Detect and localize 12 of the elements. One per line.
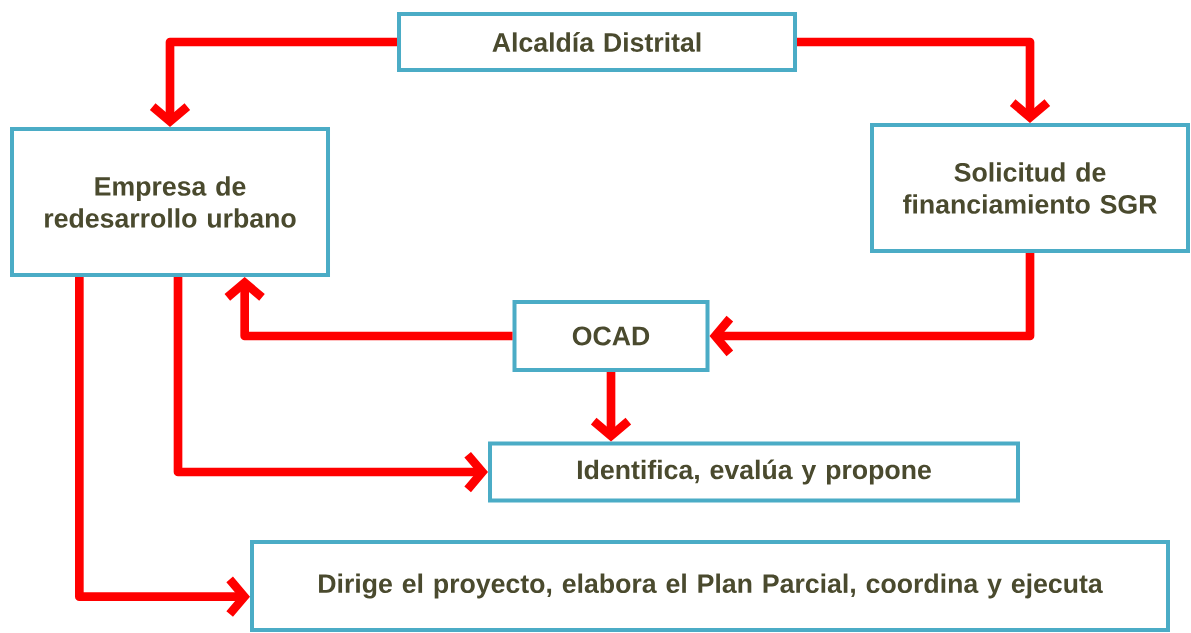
arrow <box>149 37 397 127</box>
process-box: Solicitud de financiamiento SGR <box>870 123 1190 253</box>
arrow <box>224 277 513 341</box>
process-box: OCAD <box>512 300 710 372</box>
process-box: Alcaldía Distrital <box>397 12 797 72</box>
process-box: Identifica, evalúa y propone <box>488 441 1020 503</box>
arrow <box>797 37 1051 123</box>
process-box: Dirige el proyecto, elabora el Plan Parcial, coordina y ejecuta <box>250 540 1170 632</box>
process-box: Empresa de redesarrollo urbano <box>10 127 330 277</box>
arrow <box>173 277 488 493</box>
arrow <box>75 277 250 617</box>
arrow <box>709 253 1035 357</box>
